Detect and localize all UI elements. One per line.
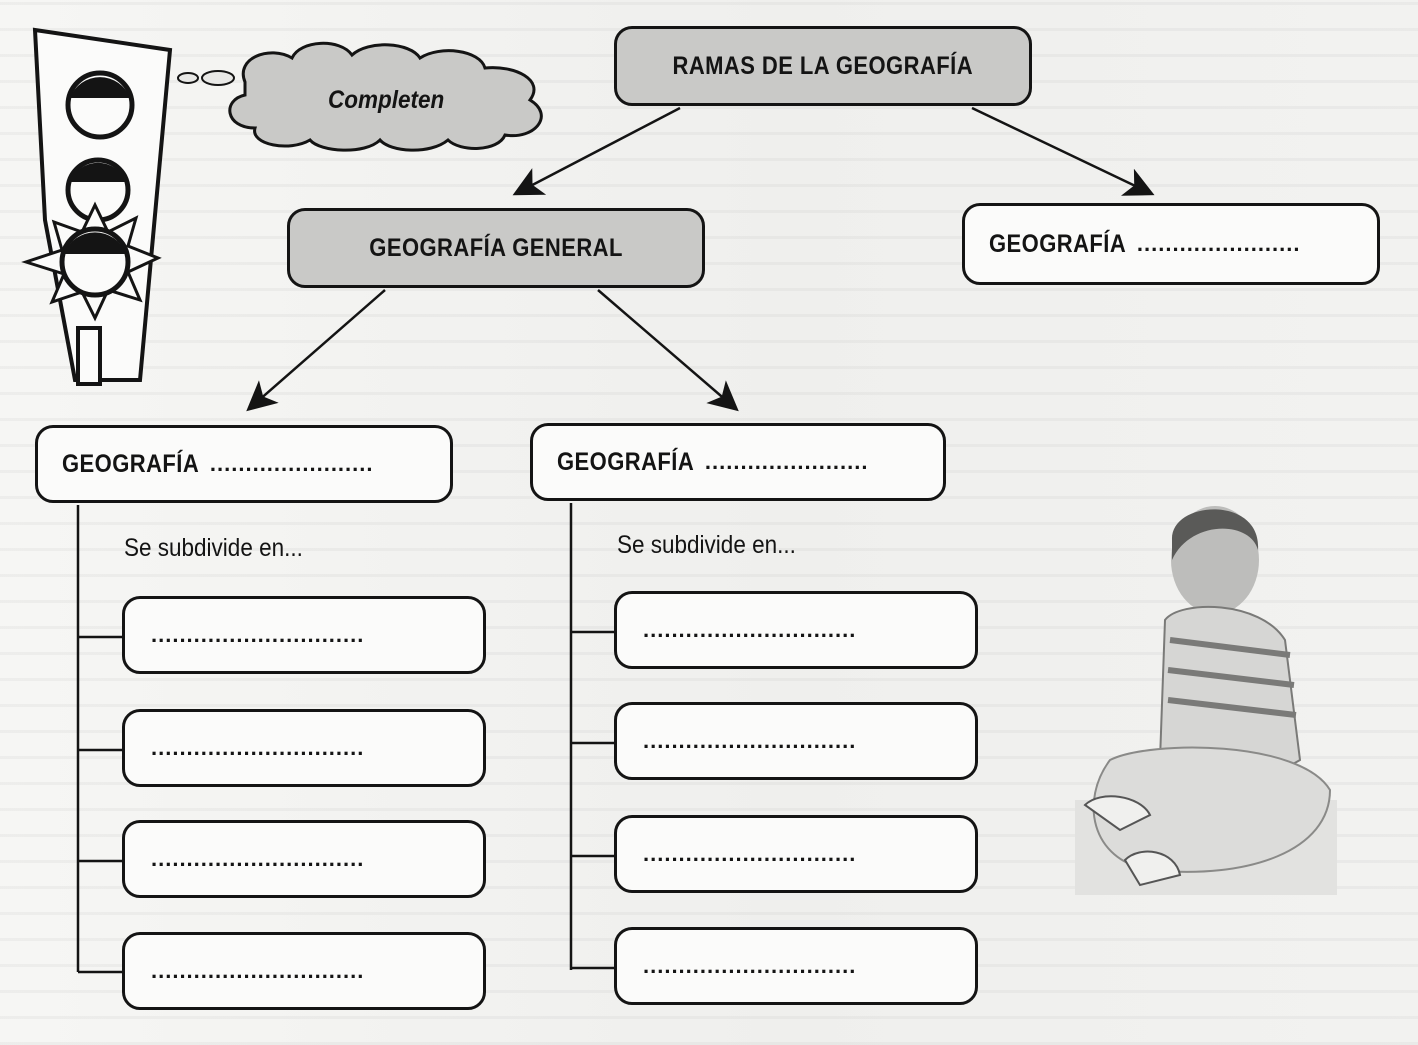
left-subdivide-label: Se subdivide en...	[124, 534, 303, 562]
left-slot-4-blank[interactable]: ..............................	[151, 958, 365, 983]
arrow-root-regional	[971, 106, 1155, 196]
right-tree-connector	[569, 503, 614, 970]
regional-geography-box[interactable]: GEOGRAFÍA .......................	[962, 203, 1380, 285]
regional-geography-label: GEOGRAFÍA	[989, 229, 1127, 258]
right-slot-2-blank[interactable]: ..............................	[643, 728, 857, 753]
speech-cloud-icon	[177, 41, 543, 152]
right-slot-2[interactable]: ..............................	[614, 702, 978, 780]
right-slot-1-blank[interactable]: ..............................	[643, 617, 857, 642]
right-slot-4-blank[interactable]: ..............................	[643, 953, 857, 978]
root-box: RAMAS DE LA GEOGRAFÍA	[614, 26, 1032, 106]
instruction-text: Completen	[328, 86, 445, 114]
left-slot-3[interactable]: ..............................	[122, 820, 486, 898]
arrow-general-right	[597, 289, 739, 412]
root-label: RAMAS DE LA GEOGRAFÍA	[672, 51, 974, 80]
left-slot-1-blank[interactable]: ..............................	[151, 622, 365, 647]
right-subdivide-label: Se subdivide en...	[617, 531, 796, 559]
left-branch-label: GEOGRAFÍA	[62, 449, 200, 478]
right-slot-1[interactable]: ..............................	[614, 591, 978, 669]
right-slot-3-blank[interactable]: ..............................	[643, 841, 857, 866]
left-slot-2-blank[interactable]: ..............................	[151, 735, 365, 760]
general-geography-box: GEOGRAFÍA GENERAL	[287, 208, 705, 288]
left-slot-2[interactable]: ..............................	[122, 709, 486, 787]
regional-geography-blank[interactable]: .......................	[1136, 231, 1301, 256]
arrow-general-left	[246, 289, 386, 412]
left-slot-4[interactable]: ..............................	[122, 932, 486, 1010]
left-branch-blank[interactable]: .......................	[209, 451, 374, 476]
right-branch-label: GEOGRAFÍA	[557, 447, 695, 476]
right-branch-box[interactable]: GEOGRAFÍA .......................	[530, 423, 946, 501]
left-slot-1[interactable]: ..............................	[122, 596, 486, 674]
left-branch-box[interactable]: GEOGRAFÍA .......................	[35, 425, 453, 503]
student-photo	[1075, 506, 1337, 895]
right-slot-3[interactable]: ..............................	[614, 815, 978, 893]
right-branch-blank[interactable]: .......................	[704, 449, 869, 474]
left-tree-connector	[76, 505, 122, 974]
left-slot-3-blank[interactable]: ..............................	[151, 846, 365, 871]
arrow-root-general	[512, 106, 681, 196]
right-slot-4[interactable]: ..............................	[614, 927, 978, 1005]
traffic-light-icon	[21, 27, 173, 386]
general-geography-label: GEOGRAFÍA GENERAL	[369, 233, 623, 262]
